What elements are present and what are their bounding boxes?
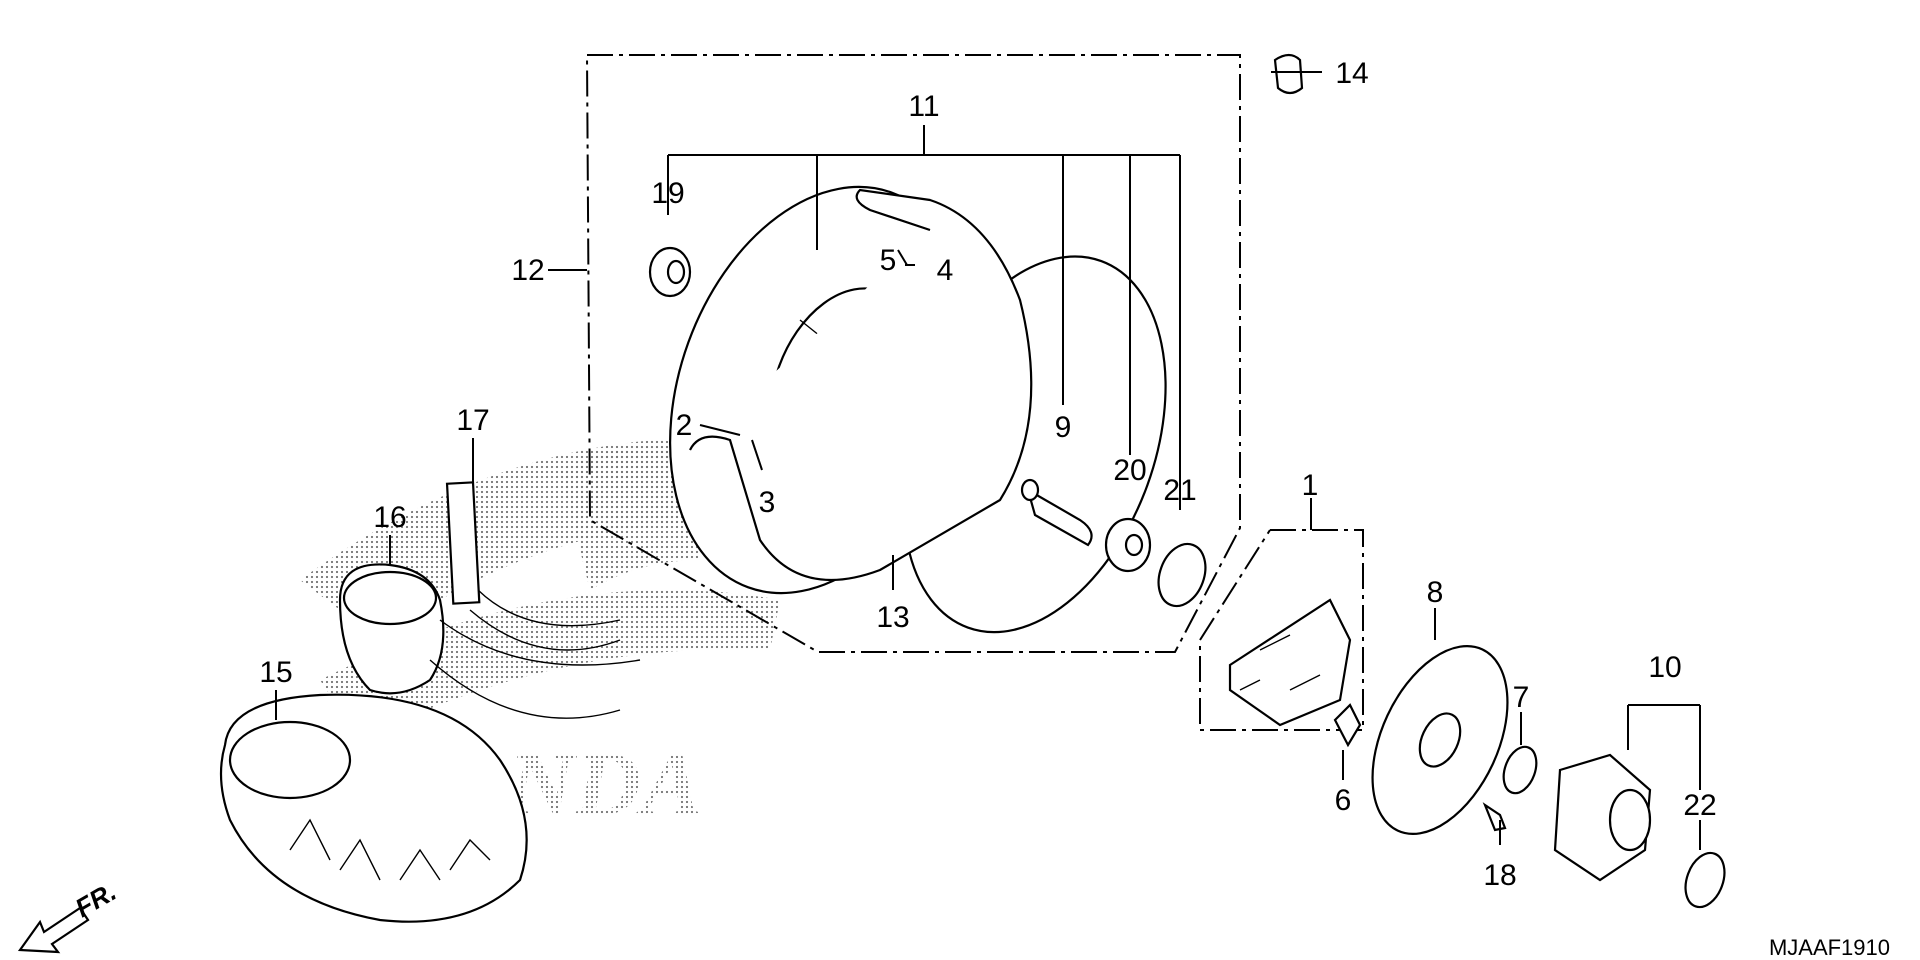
seal-7-part (1502, 745, 1538, 795)
rim-band-part (445, 481, 621, 651)
callout-15: 15 (259, 656, 292, 689)
tube-part (338, 563, 641, 719)
callout-20: 20 (1113, 454, 1146, 487)
callout-19: 19 (651, 177, 684, 210)
damper-1-part (1228, 598, 1352, 727)
valve-cap-14-part (1273, 53, 1304, 95)
callout-5: 5 (880, 244, 897, 277)
leader-lines (275, 71, 1701, 850)
callout-12: 12 (511, 254, 544, 287)
damper-6-part (1333, 703, 1362, 748)
callout-4: 4 (937, 254, 954, 287)
callout-3: 3 (759, 486, 776, 519)
callout-8: 8 (1427, 576, 1444, 609)
callout-10: 10 (1648, 651, 1681, 684)
callout-1: 1 (1302, 469, 1319, 502)
callout-22: 22 (1683, 789, 1716, 822)
callout-9: 9 (1055, 411, 1072, 444)
hub-10-part (1553, 753, 1652, 882)
tire-part (219, 693, 528, 923)
axle-collar-9-part (1020, 478, 1093, 547)
wheel-assembly-boundary (586, 54, 1241, 653)
o-ring-22-part (1684, 851, 1726, 909)
callout-13: 13 (876, 601, 909, 634)
callout-17: 17 (456, 404, 489, 437)
bearing-19-part (648, 246, 692, 298)
callout-6: 6 (1335, 784, 1352, 817)
sprocket-flange-8-part (1371, 645, 1509, 835)
front-direction-indicator: FR. (17, 876, 121, 954)
callout-2: 2 (676, 409, 693, 442)
callout-7: 7 (1513, 681, 1530, 714)
diagram-code: MJAAF1910 (1769, 935, 1890, 960)
o-ring-21-part (1157, 542, 1207, 608)
bearing-20-part (1104, 517, 1152, 573)
callout-14: 14 (1335, 57, 1368, 90)
callout-labels: 1 2 3 4 5 6 7 8 9 10 11 12 13 14 15 16 1… (259, 57, 1716, 892)
callout-21: 21 (1163, 474, 1196, 507)
bolt-18-part (1482, 802, 1507, 832)
damper-boundary (1199, 529, 1364, 731)
callout-11: 11 (908, 90, 939, 123)
rear-wheel-part (669, 185, 1167, 634)
callout-18: 18 (1483, 859, 1516, 892)
callout-16: 16 (373, 501, 406, 534)
